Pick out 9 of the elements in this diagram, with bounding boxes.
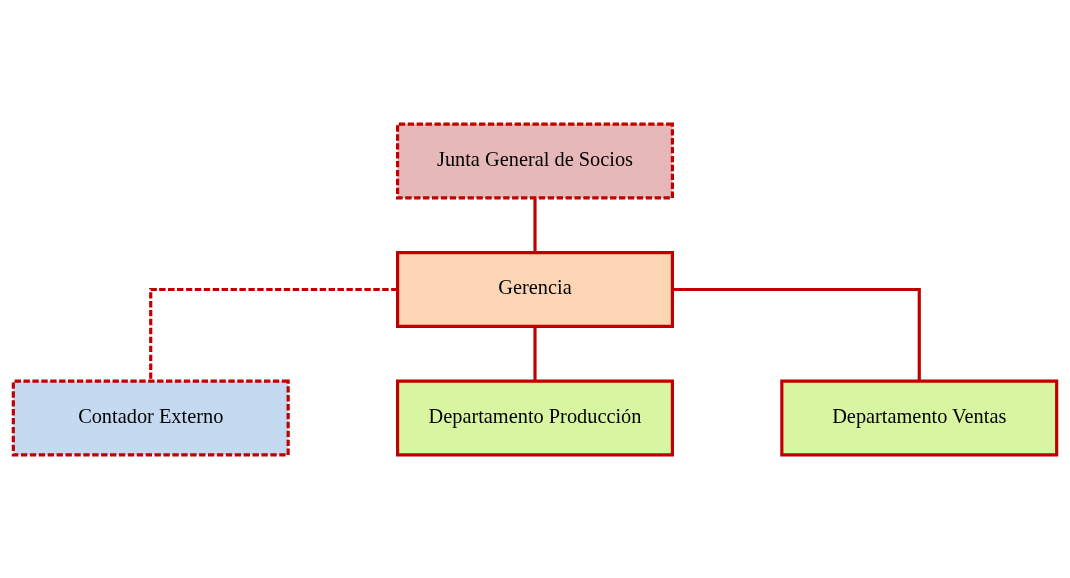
- node-box: Departamento Ventas: [780, 379, 1059, 456]
- connector: [533, 326, 537, 381]
- connector: [149, 287, 398, 381]
- node-box: Departamento Producción: [396, 379, 674, 456]
- node-box: Gerencia: [396, 250, 674, 328]
- connector: [533, 197, 537, 252]
- node-box: Contador Externo: [11, 379, 290, 456]
- node-box: Junta General de Socios: [396, 122, 674, 199]
- connector: [672, 287, 921, 381]
